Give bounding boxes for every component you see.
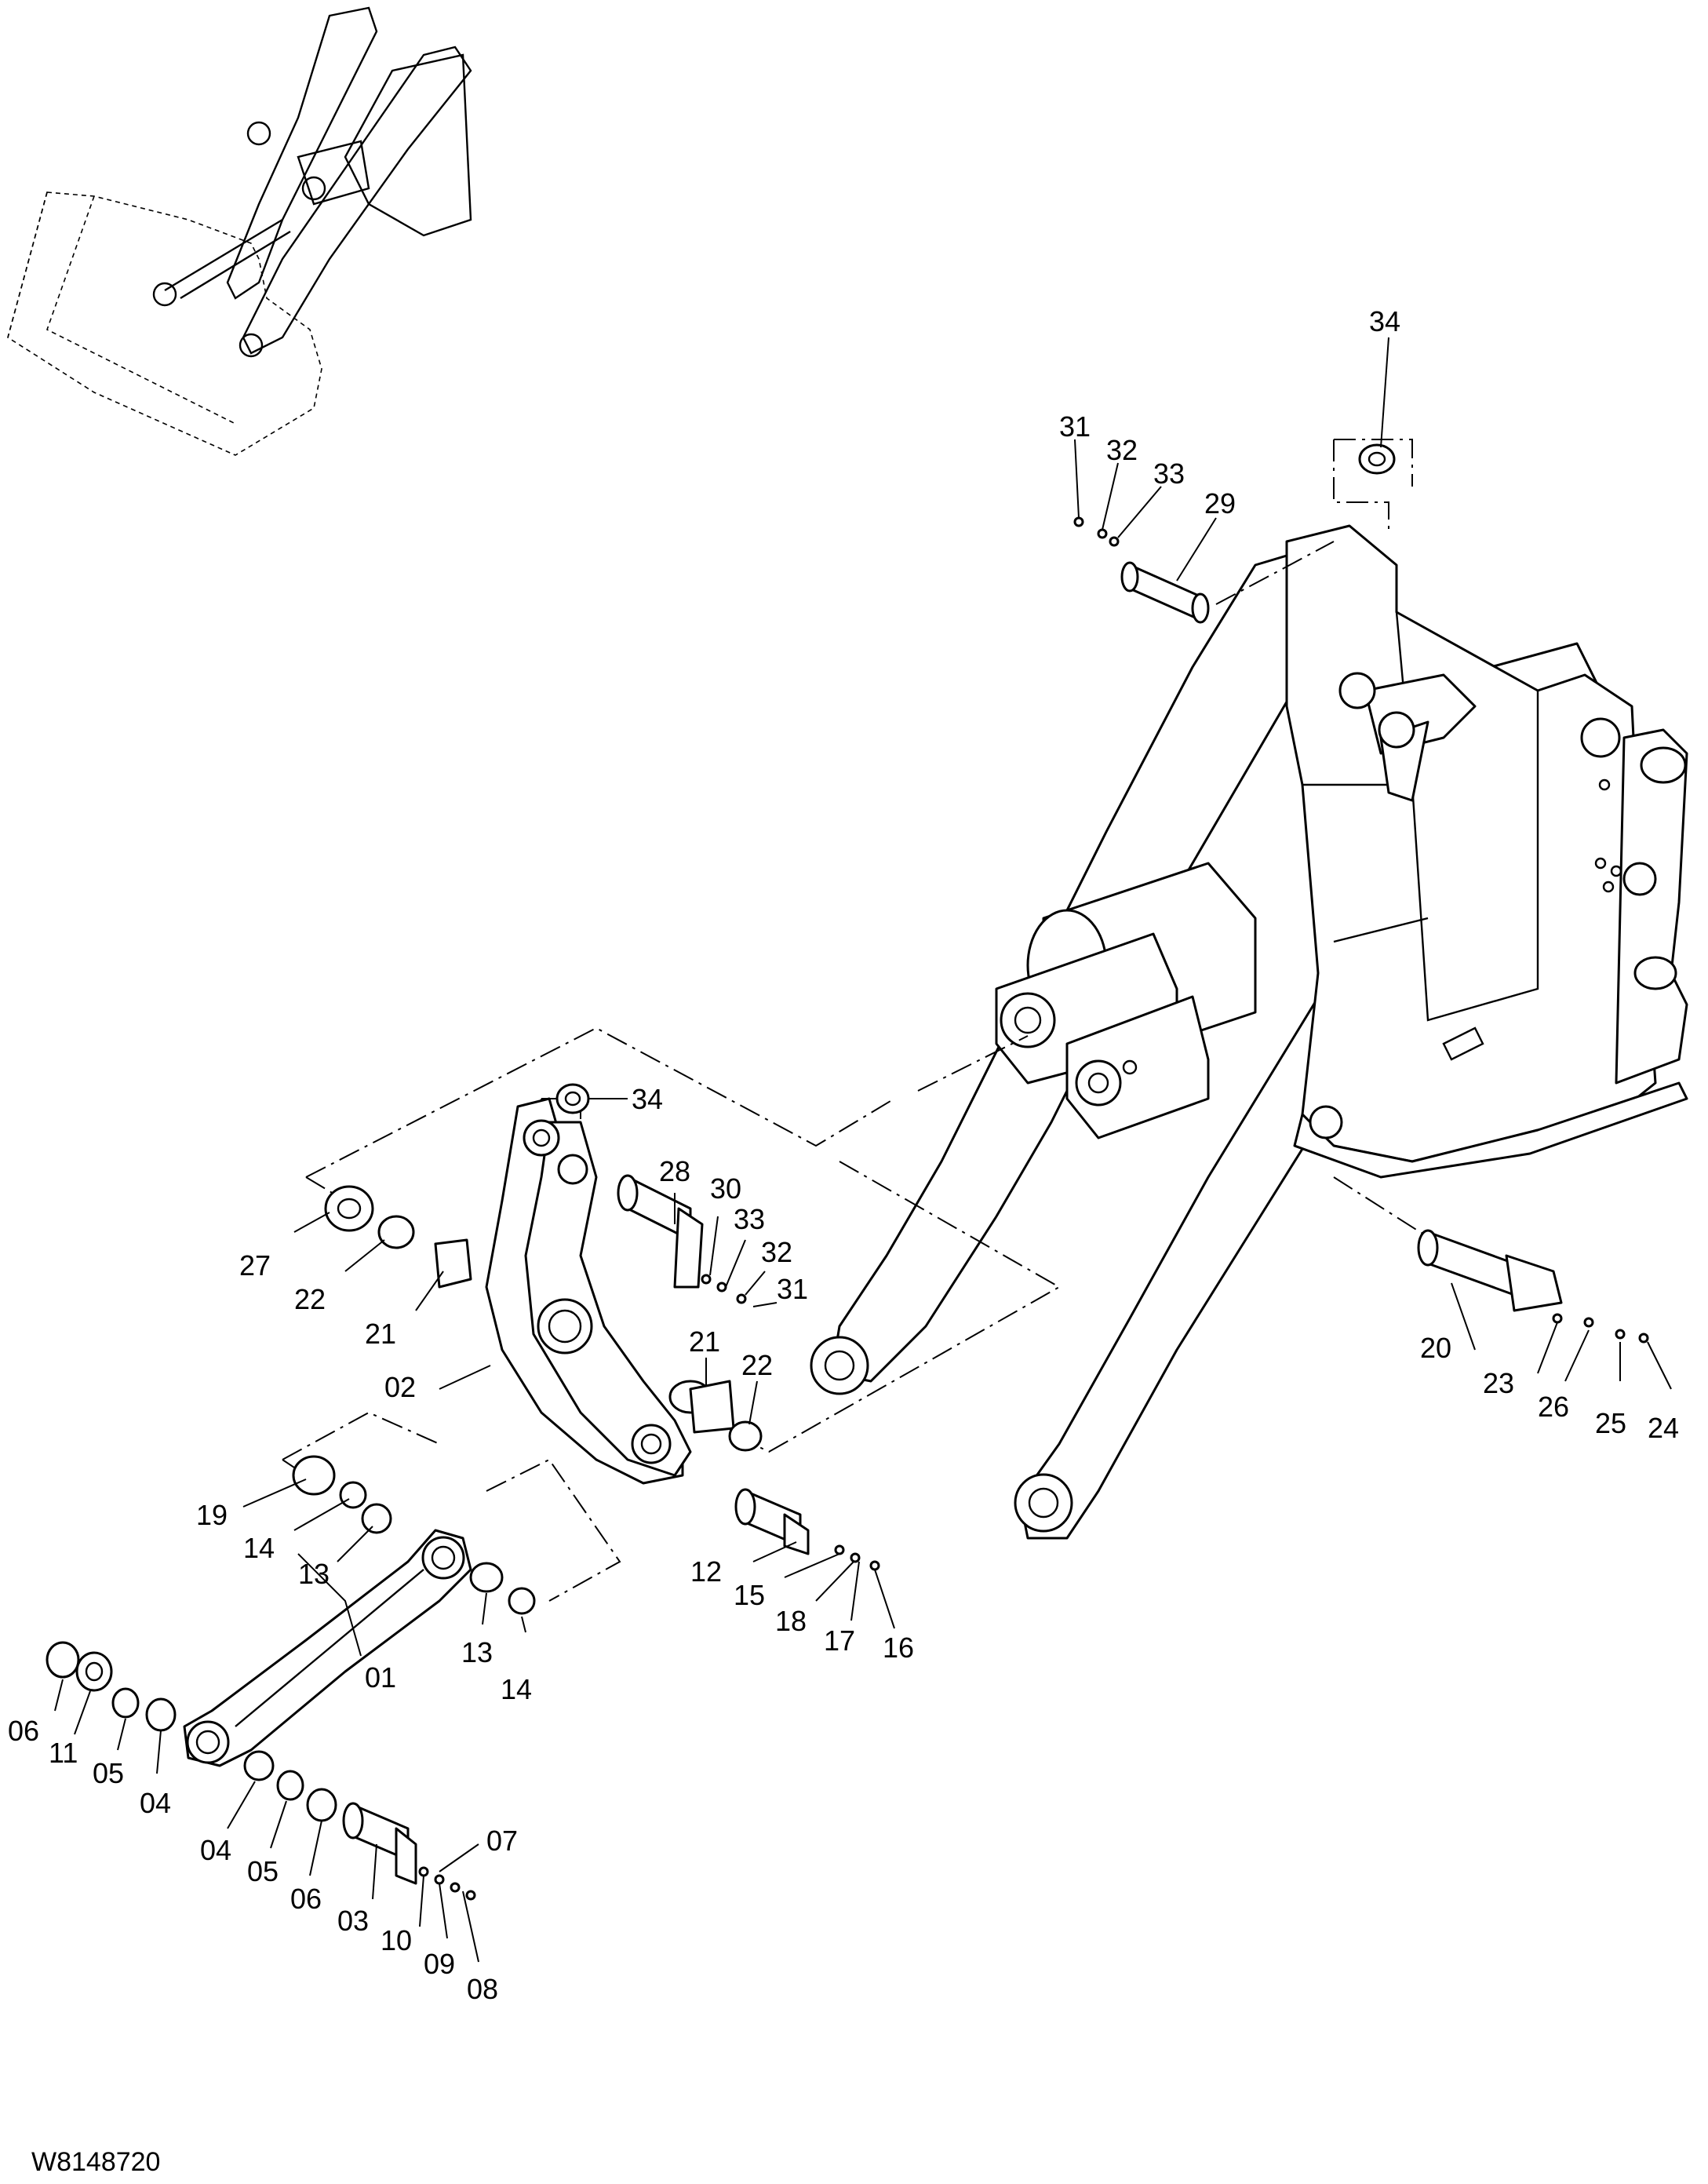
callout-21: 21 [365,1318,396,1350]
callout-04: 04 [200,1834,231,1866]
callout-05: 05 [247,1855,279,1887]
bellcrank [485,1097,692,1485]
callout-25: 25 [1595,1407,1626,1439]
callout-26: 26 [1538,1391,1569,1423]
callout-10: 10 [381,1924,412,1956]
callout-32: 32 [1106,434,1138,466]
callout-09: 09 [424,1948,455,1980]
callout-32: 32 [761,1236,792,1268]
callout-23: 23 [1483,1367,1514,1399]
pin-20 [1417,1229,1563,1312]
callout-34: 34 [1369,305,1400,337]
callout-17: 17 [824,1624,855,1657]
callout-15: 15 [734,1579,765,1611]
link [183,1529,472,1767]
callout-05: 05 [93,1757,124,1789]
callout-33: 33 [734,1203,765,1235]
callout-14: 14 [243,1532,275,1564]
drawing-code: W8148720 [31,2147,160,2177]
callout-30: 30 [710,1172,741,1205]
callout-19: 19 [196,1499,228,1531]
callout-20: 20 [1420,1332,1451,1364]
pin-28 [617,1174,704,1289]
callout-22: 22 [741,1349,773,1381]
callout-13: 13 [461,1636,493,1668]
callout-21: 21 [689,1325,720,1358]
callout-29: 29 [1204,487,1236,520]
pin-29 [1120,561,1210,624]
callout-34: 34 [632,1083,663,1115]
callouts: 34 31 32 33 29 34 28 30 33 32 31 27 22 2… [8,305,1679,2005]
pin-12 [734,1488,810,1555]
callout-08: 08 [467,1973,498,2005]
callout-06: 06 [8,1715,39,1747]
callout-16: 16 [883,1632,914,1664]
callout-14: 14 [501,1673,532,1705]
callout-11: 11 [49,1737,78,1769]
callout-01: 01 [365,1661,396,1694]
small-parts [46,443,1649,1901]
callout-03: 03 [337,1905,369,1937]
callout-31: 31 [1059,410,1091,443]
callout-07: 07 [486,1825,518,1857]
callout-04: 04 [140,1787,171,1819]
callout-24: 24 [1648,1412,1679,1444]
callout-13: 13 [298,1558,330,1590]
callout-22: 22 [294,1283,326,1315]
callout-02: 02 [384,1371,416,1403]
callout-28: 28 [659,1155,690,1187]
front-frame [1285,524,1688,1179]
leader-lines [54,337,1672,1963]
callout-27: 27 [239,1249,271,1282]
callout-06: 06 [290,1883,322,1915]
overview-thumbnail [7,6,472,456]
callout-33: 33 [1153,458,1185,490]
pin-03 [342,1802,417,1885]
callout-18: 18 [775,1605,807,1637]
callout-31: 31 [777,1273,808,1305]
callout-12: 12 [690,1555,722,1588]
